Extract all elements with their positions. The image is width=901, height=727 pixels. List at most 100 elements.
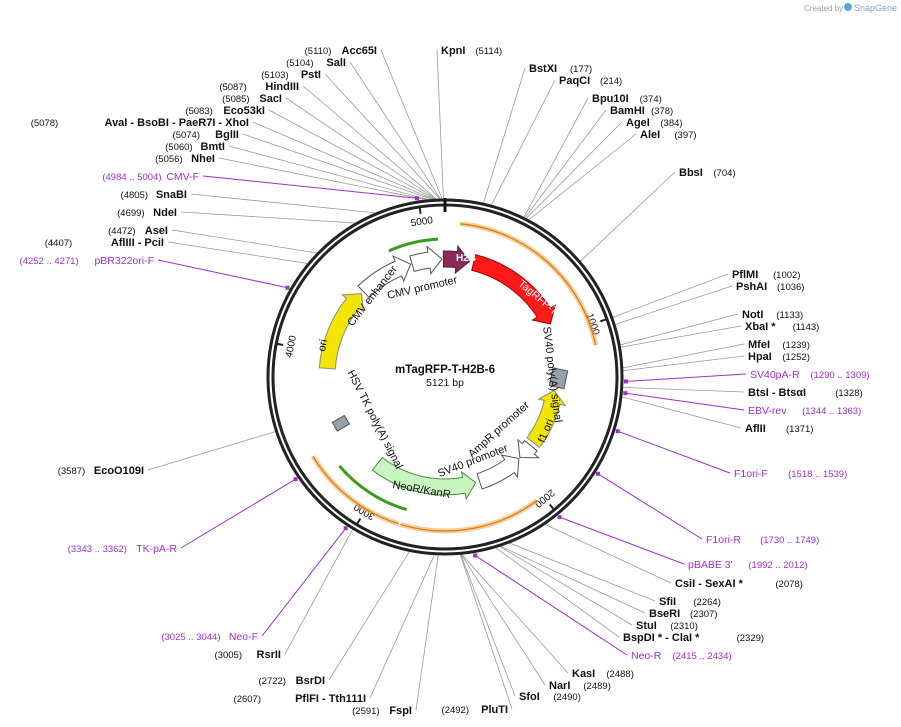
site-asei-leader bbox=[171, 229, 319, 254]
site-btsi-bts-i-label: BtsI - BtsαI bbox=[748, 387, 806, 399]
primer-pbabe-3-label: pBABE 3' bbox=[688, 559, 733, 571]
site-bamhi-label: BamHI bbox=[610, 105, 645, 117]
primer-sv40pa-r-leader bbox=[625, 373, 747, 382]
site-pshai-pos: (1036) bbox=[777, 282, 804, 293]
site-bmti-pos: (5060) bbox=[165, 142, 192, 153]
orf-band-1 bbox=[399, 498, 539, 534]
primer-neo-f-label: Neo-F bbox=[229, 631, 258, 643]
tick-label-5000: 5000 bbox=[410, 215, 434, 229]
site-bseri-pos: (2307) bbox=[690, 609, 717, 620]
site-bstxi-leader bbox=[482, 67, 526, 205]
site-csii-sexai-leader bbox=[543, 523, 672, 584]
primer-f1ori-f-mark bbox=[615, 429, 620, 434]
primer-neo-r-pos: (2415 .. 2434) bbox=[673, 651, 732, 662]
site-pshai-leader bbox=[613, 285, 733, 326]
primer-neo-f-leader bbox=[261, 527, 347, 637]
site-bseri-label: BseRI bbox=[649, 608, 680, 620]
site-alei-label: AleI bbox=[640, 129, 660, 141]
site-sali-label: SalI bbox=[326, 57, 346, 69]
site-bspdi-clai-leader bbox=[494, 546, 620, 638]
site-ndei-leader bbox=[180, 211, 358, 224]
primer-neo-r-label: Neo-R bbox=[631, 650, 662, 662]
site-aflii-leader bbox=[620, 396, 742, 429]
site-stui-leader bbox=[498, 545, 633, 626]
site-xbai-label: XbaI * bbox=[745, 321, 776, 333]
site-csii-sexai-label: CsiI - SexAI * bbox=[675, 578, 744, 590]
feature-ampr-promoter bbox=[517, 438, 540, 459]
site-bspdi-clai-pos: (2329) bbox=[737, 633, 764, 644]
site-nari-label: NarI bbox=[549, 680, 570, 692]
snapgene-name: SnapGene bbox=[854, 3, 897, 13]
primer-sv40pa-r-mark bbox=[623, 379, 628, 384]
primer-pbr322ori-f-leader bbox=[157, 259, 288, 289]
site-sfoi-pos: (2490) bbox=[553, 692, 580, 703]
site-sali-pos: (5104) bbox=[286, 58, 313, 69]
site-hpai-leader bbox=[621, 355, 745, 372]
site-labels: KpnI(5114)Acc65I(5110)SalI(5104)PstI(510… bbox=[20, 45, 870, 717]
primer-f1ori-f-pos: (1518 .. 1539) bbox=[788, 469, 847, 480]
site-bsrdi-label: BsrDI bbox=[296, 675, 325, 687]
site-snabi-leader bbox=[190, 193, 379, 214]
site-eco53ki-label: Eco53kI bbox=[223, 105, 265, 117]
site-bbsi-leader bbox=[579, 171, 676, 263]
tick-label-2000: 2000 bbox=[532, 487, 557, 510]
site-bglii-label: BglII bbox=[215, 129, 239, 141]
plasmid-size: 5121 bp bbox=[426, 377, 464, 389]
site-bpu10i-label: Bpu10I bbox=[592, 93, 629, 105]
site-bmti-label: BmtI bbox=[201, 141, 225, 153]
site-hindiii-pos: (5087) bbox=[219, 82, 246, 93]
site-acc65i-pos: (5110) bbox=[305, 46, 332, 57]
site-aflii-pos: (1371) bbox=[786, 424, 813, 435]
feature-sv40-polya bbox=[548, 367, 569, 390]
site-saci-leader bbox=[285, 97, 438, 201]
site-pflfi-tth111i-leader bbox=[369, 553, 436, 699]
site-stui-pos: (2310) bbox=[670, 621, 697, 632]
site-btsi-bts-i-leader bbox=[621, 386, 745, 393]
site-noti-pos: (1133) bbox=[776, 310, 803, 321]
leader-lines bbox=[147, 49, 747, 711]
site-pluti-leader bbox=[459, 553, 513, 710]
primer-pbabe-3-mark bbox=[557, 515, 562, 520]
site-xbai-pos: (1143) bbox=[793, 322, 820, 333]
site-bseri-leader bbox=[499, 545, 646, 614]
site-bstxi-label: BstXI bbox=[529, 63, 557, 75]
green-arc-bottom bbox=[338, 464, 408, 512]
feature-label-hsv-tk-poly-a-signal: HSV TK poly(A) signal bbox=[345, 368, 405, 471]
site-sfoi-leader bbox=[459, 553, 516, 697]
plasmid-name: mTagRFP-T-H2B-6 bbox=[395, 364, 495, 376]
site-bamhi-leader bbox=[523, 109, 607, 219]
primer-pbabe-3-leader bbox=[559, 516, 685, 565]
site-paqci-label: PaqCI bbox=[559, 75, 590, 87]
feature-cmv-promoter bbox=[409, 245, 443, 275]
site-avai-bsobi-paer7i-xhoi-pos: (5078) bbox=[31, 118, 58, 129]
primer-cmv-f-leader bbox=[202, 175, 417, 199]
primer-neo-f-pos: (3025 .. 3044) bbox=[161, 632, 220, 643]
site-sfii-pos: (2264) bbox=[693, 597, 720, 608]
site-hpai-pos: (1252) bbox=[782, 352, 809, 363]
tick-3000 bbox=[355, 518, 362, 526]
primer-neo-r-leader bbox=[474, 555, 628, 656]
primer-cmv-f-pos: (4984 .. 5004) bbox=[102, 172, 161, 183]
site-psti-pos: (5103) bbox=[261, 70, 288, 81]
site-afliii-pcii-pos: (4407) bbox=[45, 238, 72, 249]
site-bpu10i-leader bbox=[523, 97, 589, 219]
site-afliii-pcii-leader bbox=[167, 241, 310, 265]
primer-f1ori-r-mark bbox=[595, 471, 600, 476]
primer-f1ori-r-leader bbox=[597, 473, 703, 540]
site-mfei-pos: (1239) bbox=[782, 340, 809, 351]
tick-4000 bbox=[276, 342, 284, 346]
primer-cmv-f-label: CMV-F bbox=[166, 171, 199, 183]
snapgene-brand: Created by SnapGene bbox=[804, 3, 897, 13]
orf-line-2 bbox=[312, 455, 399, 525]
site-bbsi-pos: (704) bbox=[713, 168, 735, 179]
site-snabi-label: SnaBI bbox=[156, 189, 187, 201]
site-pflmi-leader bbox=[611, 273, 729, 319]
feature-tagrfp-t bbox=[471, 254, 557, 325]
site-fspi-pos: (2591) bbox=[352, 706, 379, 717]
site-noti-label: NotI bbox=[742, 309, 763, 321]
site-agei-leader bbox=[525, 121, 623, 220]
primer-pbr322ori-f-mark bbox=[285, 285, 290, 290]
site-avai-bsobi-paer7i-xhoi-leader bbox=[252, 121, 436, 201]
site-nhei-pos: (5056) bbox=[155, 154, 182, 165]
